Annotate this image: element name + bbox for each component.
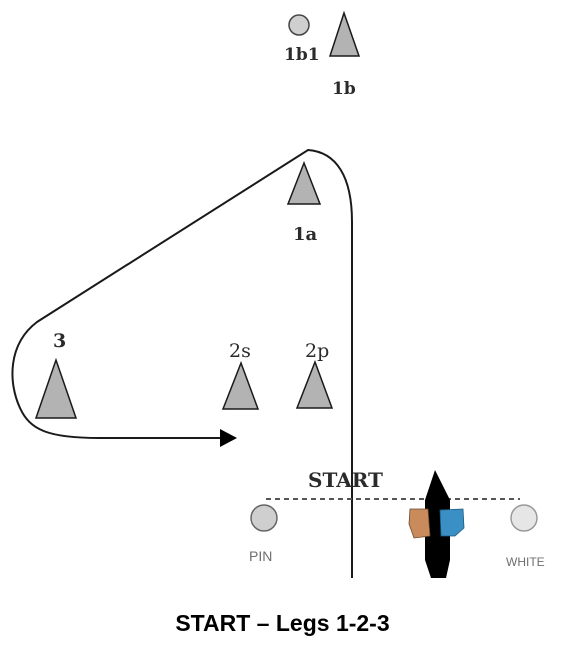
course-arrowhead: [220, 429, 237, 447]
cone-1a: [286, 160, 322, 205]
cone-3: [34, 357, 78, 419]
course-path: [11, 148, 353, 578]
horse-rider-icon: [408, 470, 465, 578]
pin-start-left: [250, 504, 278, 532]
label-pin: PIN: [249, 548, 272, 564]
label-1b1: 1b1: [284, 45, 320, 65]
label-2p: 2p: [305, 340, 329, 362]
cone-1b: [328, 10, 361, 57]
label-1b: 1b: [332, 79, 356, 99]
cone-2p: [295, 359, 334, 409]
cone-2s: [221, 360, 260, 410]
start-label: START: [308, 468, 383, 492]
pin-white: [510, 504, 538, 532]
diagram-caption: START – Legs 1-2-3: [175, 610, 390, 636]
label-3: 3: [53, 330, 66, 352]
label-1a: 1a: [293, 224, 318, 245]
pin-1b1: [288, 14, 310, 36]
label-white: WHITE: [506, 555, 545, 569]
label-2s: 2s: [229, 340, 251, 362]
